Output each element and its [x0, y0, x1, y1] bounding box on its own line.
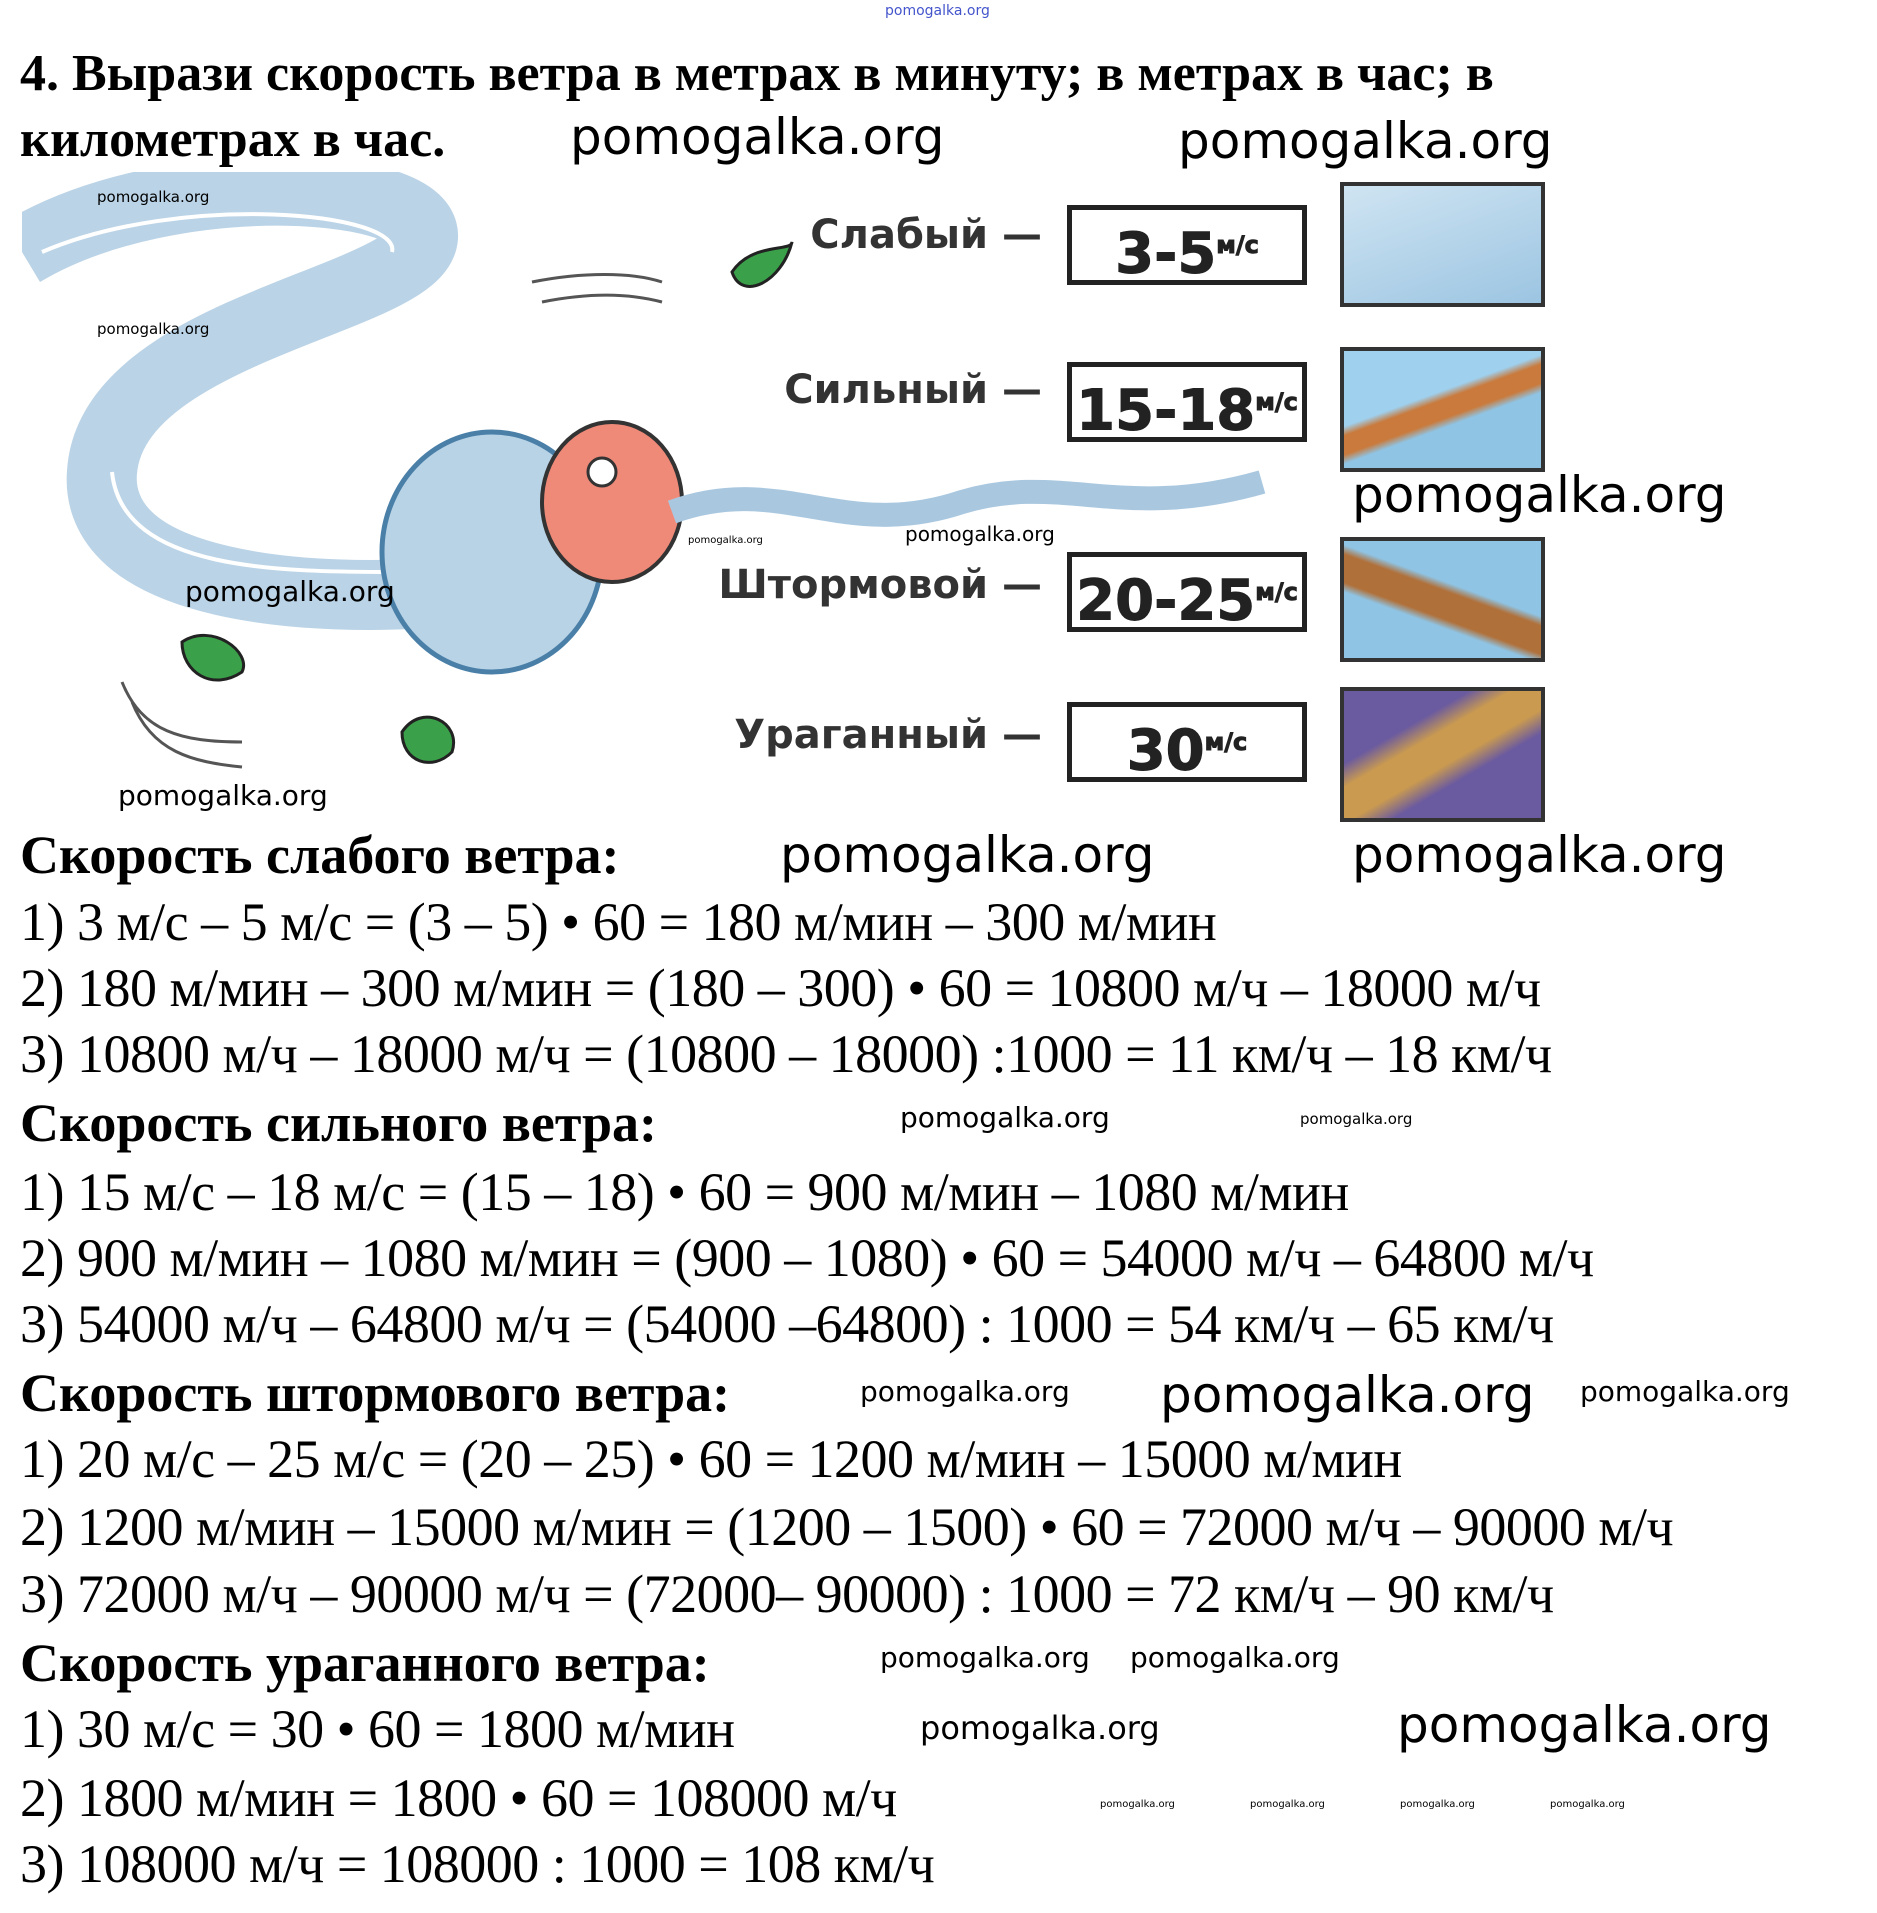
- wind-spirit-drawing: [22, 172, 1266, 769]
- section-heading: Скорость слабого ветра:: [20, 825, 620, 885]
- watermark: pomogalka.org: [118, 779, 328, 812]
- watermark: pomogalka.org: [900, 1101, 1110, 1134]
- solution-line: 3) 108000 м/ч = 108000 : 1000 = 108 км/ч: [20, 1834, 935, 1894]
- wind-label-hurricane: Ураганный —: [734, 712, 1042, 758]
- watermark: pomogalka.org: [1160, 1366, 1535, 1424]
- speed-box-weak: 3-5м/с: [1067, 205, 1307, 287]
- leaf-icon: [730, 241, 794, 288]
- wind-illustration: Слабый — Сильный — Штормовой — Ураганный…: [22, 172, 1552, 822]
- solution-line: 2) 1200 м/мин – 15000 м/мин = (1200 – 15…: [20, 1497, 1674, 1557]
- watermark: pomogalka.org: [905, 522, 1055, 546]
- speed-box-strong: 15-18м/с: [1067, 362, 1307, 444]
- wind-label-storm: Штормовой —: [718, 562, 1042, 608]
- speed-box-hurricane: 30м/с: [1067, 702, 1307, 784]
- watermark: pomogalka.org: [1130, 1641, 1340, 1674]
- speed-box-storm: 20-25м/с: [1067, 552, 1307, 634]
- wind-label-weak: Слабый —: [810, 212, 1042, 258]
- watermark: pomogalka.org: [97, 320, 210, 338]
- solution-line: 3) 72000 м/ч – 90000 м/ч = (72000– 90000…: [20, 1564, 1554, 1624]
- watermark: pomogalka.org: [185, 575, 395, 608]
- watermark: pomogalka.org: [1250, 1799, 1325, 1810]
- leaf-icon: [400, 715, 456, 764]
- watermark: pomogalka.org: [920, 1709, 1160, 1747]
- section-heading: Скорость штормового ветра:: [20, 1363, 731, 1423]
- watermark: pomogalka.org: [1400, 1799, 1475, 1810]
- task-title-line2: километрах в час.: [20, 111, 446, 168]
- solution-line: 2) 1800 м/мин = 1800 • 60 = 108000 м/ч: [20, 1768, 897, 1828]
- watermark: pomogalka.org: [1352, 466, 1727, 524]
- tree-branch-weak-picture: [1340, 182, 1545, 307]
- watermark: pomogalka.org: [1178, 112, 1553, 170]
- solution-line: 1) 20 м/с – 25 м/с = (20 – 25) • 60 = 12…: [20, 1429, 1402, 1489]
- solution-line: 2) 900 м/мин – 1080 м/мин = (900 – 1080)…: [20, 1228, 1594, 1288]
- solution-line: 2) 180 м/мин – 300 м/мин = (180 – 300) •…: [20, 958, 1541, 1018]
- watermark: pomogalka.org: [1550, 1799, 1625, 1810]
- solution-line: 1) 15 м/с – 18 м/с = (15 – 18) • 60 = 90…: [20, 1162, 1349, 1222]
- watermark: pomogalka.org: [1352, 826, 1727, 884]
- watermark: pomogalka.org: [1397, 1696, 1772, 1754]
- watermark: pomogalka.org: [860, 1375, 1070, 1408]
- watermark: pomogalka.org: [1100, 1799, 1175, 1810]
- watermark: pomogalka.org: [688, 535, 763, 546]
- watermark: pomogalka.org: [1580, 1375, 1790, 1408]
- solution-line: 3) 10800 м/ч – 18000 м/ч = (10800 – 1800…: [20, 1024, 1552, 1084]
- solution-line: 1) 30 м/с = 30 • 60 = 1800 м/мин: [20, 1699, 735, 1759]
- tree-branch-strong-picture: [1340, 347, 1545, 472]
- section-heading: Скорость сильного ветра:: [20, 1093, 658, 1153]
- solution-line: 3) 54000 м/ч – 64800 м/ч = (54000 –64800…: [20, 1294, 1554, 1354]
- watermark: pomogalka.org: [780, 826, 1155, 884]
- section-heading: Скорость ураганного ветра:: [20, 1633, 710, 1693]
- watermark: pomogalka.org: [1300, 1110, 1413, 1128]
- watermark: pomogalka.org: [97, 188, 210, 206]
- wind-label-strong: Сильный —: [784, 367, 1042, 413]
- leaf-icon: [180, 634, 246, 682]
- watermark: pomogalka.org: [880, 1641, 1090, 1674]
- watermark: pomogalka.org: [885, 3, 990, 19]
- tree-branch-hurricane-picture: [1340, 687, 1545, 822]
- watermark: pomogalka.org: [570, 108, 945, 166]
- tree-branch-storm-picture: [1340, 537, 1545, 662]
- task-title-line1: 4. Вырази скорость ветра в метрах в мину…: [20, 45, 1494, 102]
- solution-line: 1) 3 м/с – 5 м/с = (3 – 5) • 60 = 180 м/…: [20, 892, 1217, 952]
